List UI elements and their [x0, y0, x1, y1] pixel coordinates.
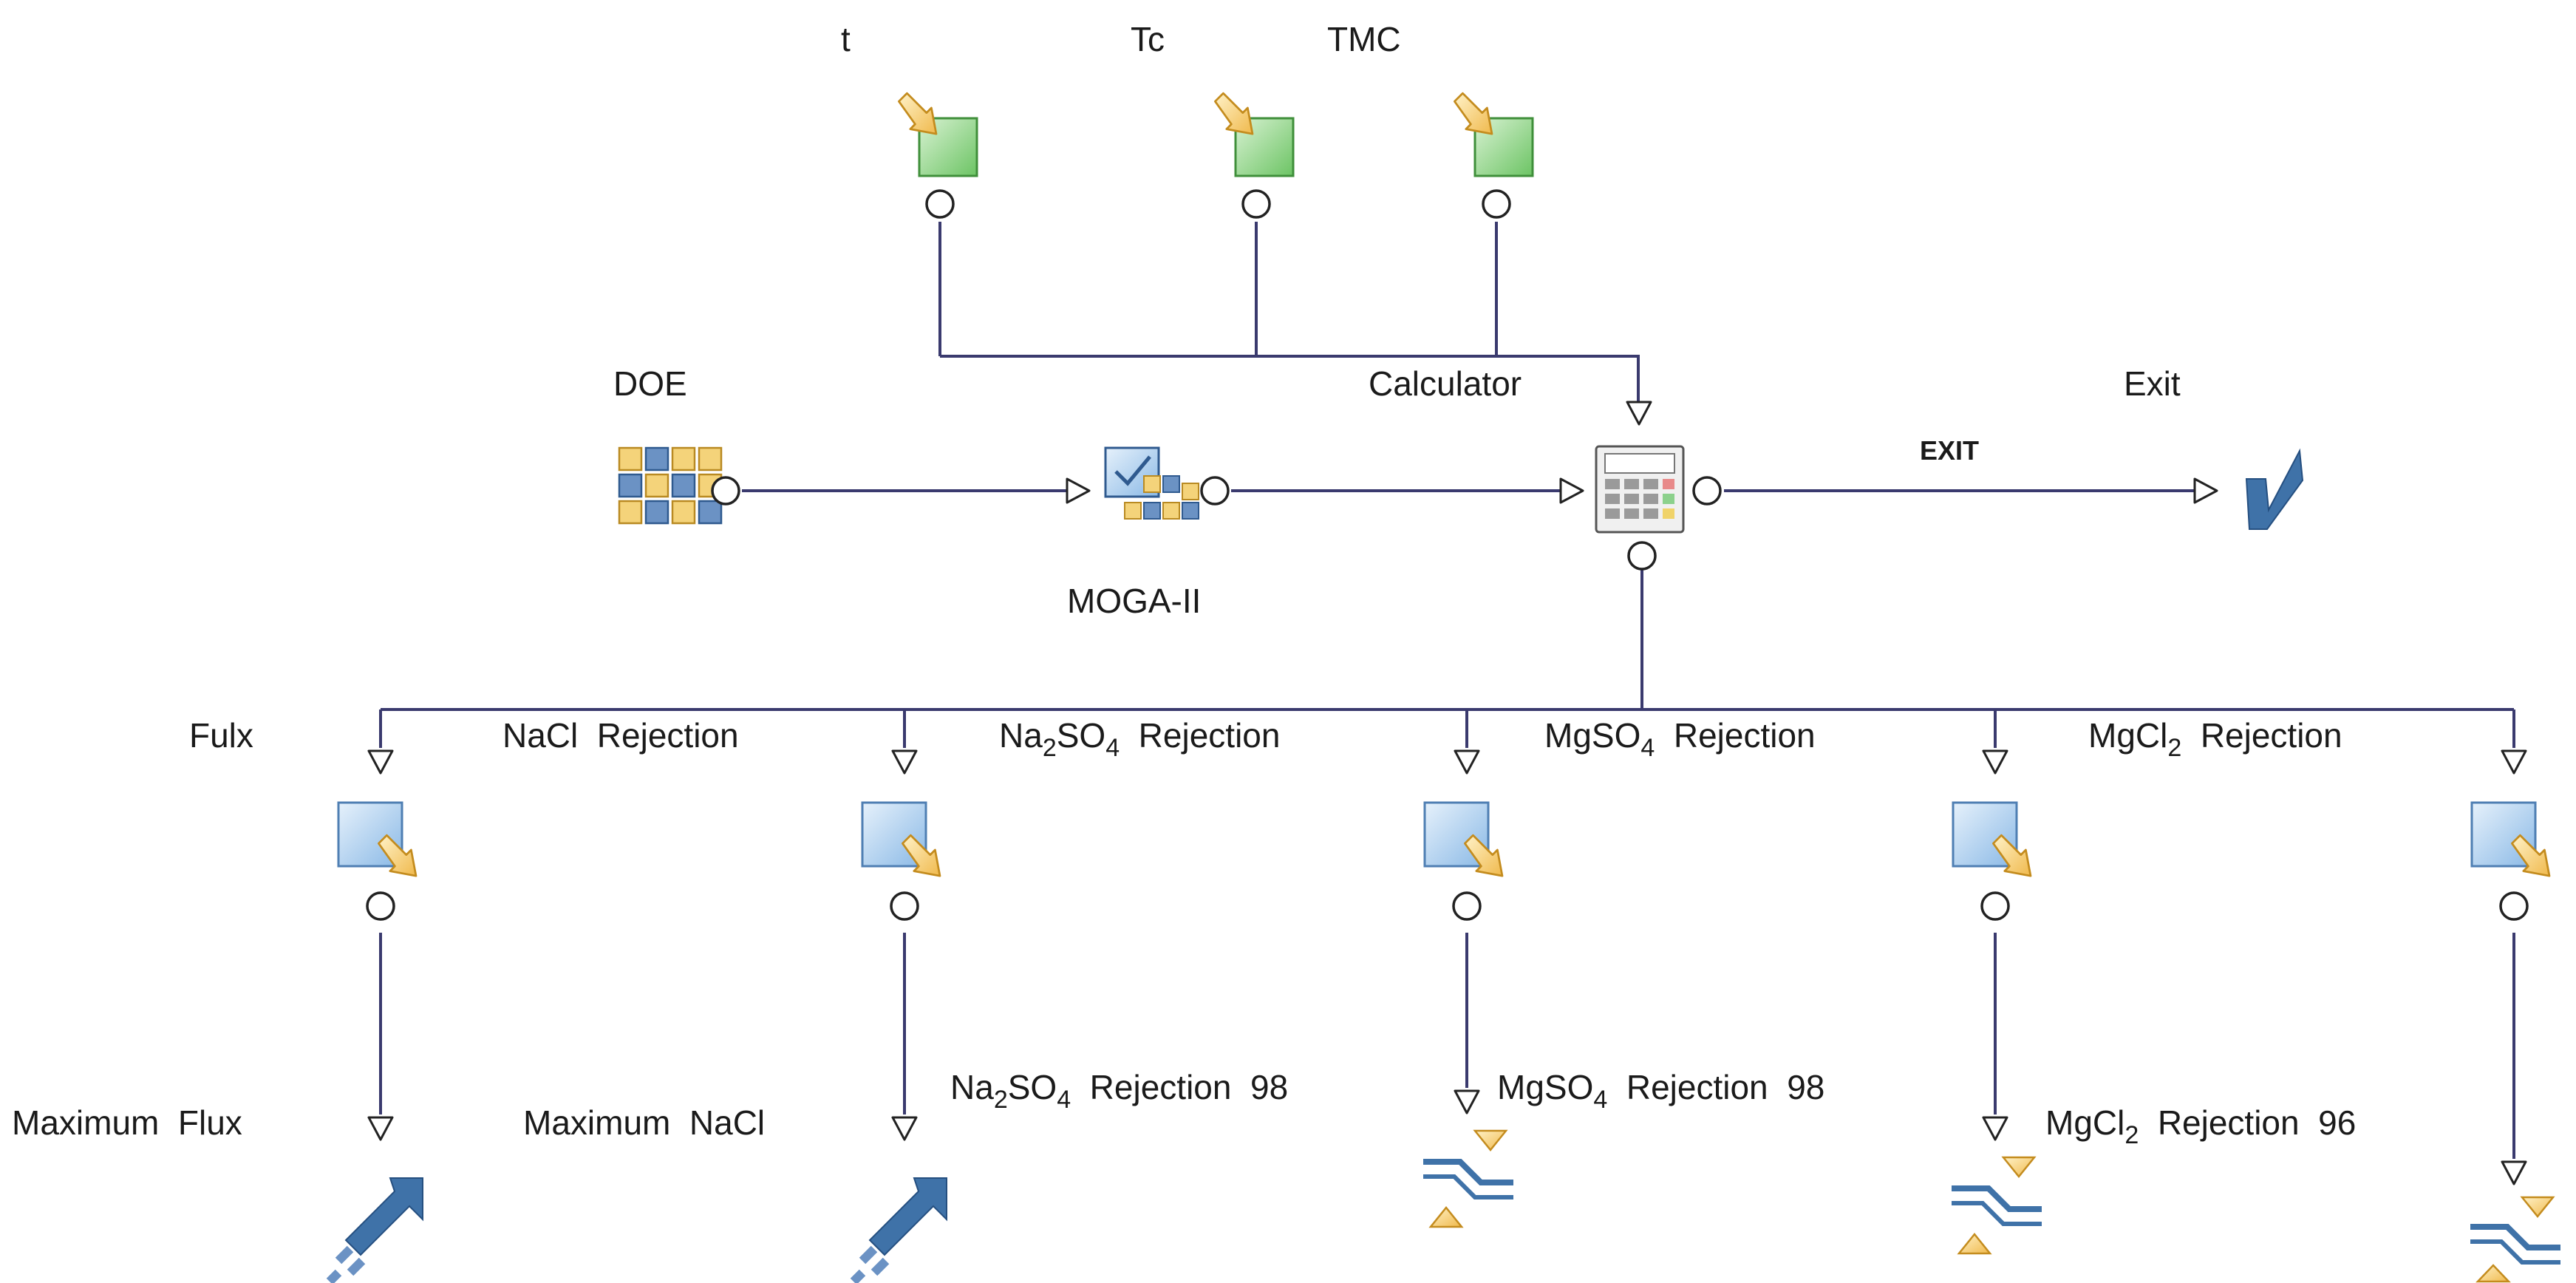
objective-label-flux: Maximum Flux: [12, 1103, 242, 1142]
input-node-tc[interactable]: [1214, 92, 1295, 219]
calculator-icon: [1595, 445, 1685, 534]
output-node-mgso4[interactable]: [1952, 749, 2032, 921]
output-label-flux: Fulx: [189, 716, 253, 755]
output-node-na2so4[interactable]: [1423, 749, 1504, 921]
moga-optimizer-icon: [1104, 446, 1199, 520]
exit-label: Exit: [2124, 364, 2181, 403]
output-label-nacl: NaCl Rejection: [502, 716, 739, 755]
exit-edge-label: EXIT: [1920, 435, 1980, 466]
exit-checkmark-icon: [2245, 448, 2304, 530]
doe-node[interactable]: [618, 446, 740, 525]
objective-label-mgcl2: MgCl2 Rejection 96: [2045, 1103, 2357, 1149]
objective-label-mgso4: MgSO4 Rejection 98: [1497, 1068, 1825, 1114]
objective-node-mgso4[interactable]: [1952, 1116, 2042, 1255]
maximize-arrow-icon: [326, 1177, 423, 1283]
output-label-na2so4: Na2SO4 Rejection: [999, 716, 1281, 762]
input-label-tc: Tc: [1131, 20, 1165, 58]
constraint-icon: [2470, 1196, 2560, 1283]
calculator-label: Calculator: [1369, 364, 1522, 403]
output-node-flux[interactable]: [337, 749, 418, 921]
doe-label: DOE: [613, 364, 687, 403]
edge-bus-to-calculator: [940, 355, 1640, 405]
output-node-mgcl2[interactable]: [2470, 749, 2551, 921]
calculator-node[interactable]: [1559, 401, 1722, 571]
objective-node-flux[interactable]: [326, 1116, 423, 1283]
objective-node-nacl[interactable]: [850, 1116, 947, 1283]
output-node-nacl[interactable]: [861, 749, 941, 921]
doe-grid-icon: [618, 446, 723, 525]
input-node-tmc[interactable]: [1454, 92, 1534, 219]
constraint-icon: [1952, 1156, 2042, 1255]
maximize-arrow-icon: [850, 1177, 947, 1283]
exit-node[interactable]: [2193, 448, 2304, 530]
moga-node[interactable]: [1066, 446, 1230, 520]
output-label-mgso4: MgSO4 Rejection: [1544, 716, 1816, 762]
moga-label: MOGA-II: [1067, 582, 1202, 620]
input-label-t: t: [841, 20, 851, 58]
objective-label-na2so4: Na2SO4 Rejection 98: [950, 1068, 1289, 1114]
input-label-tmc: TMC: [1327, 20, 1401, 58]
objective-label-nacl: Maximum NaCl: [523, 1103, 766, 1142]
constraint-icon: [1423, 1129, 1513, 1228]
objective-node-mgcl2[interactable]: [2470, 1160, 2560, 1283]
objective-node-na2so4[interactable]: [1423, 1089, 1513, 1228]
input-node-t[interactable]: [898, 92, 978, 219]
connections: [379, 222, 2515, 1159]
output-label-mgcl2: MgCl2 Rejection: [2088, 716, 2342, 762]
